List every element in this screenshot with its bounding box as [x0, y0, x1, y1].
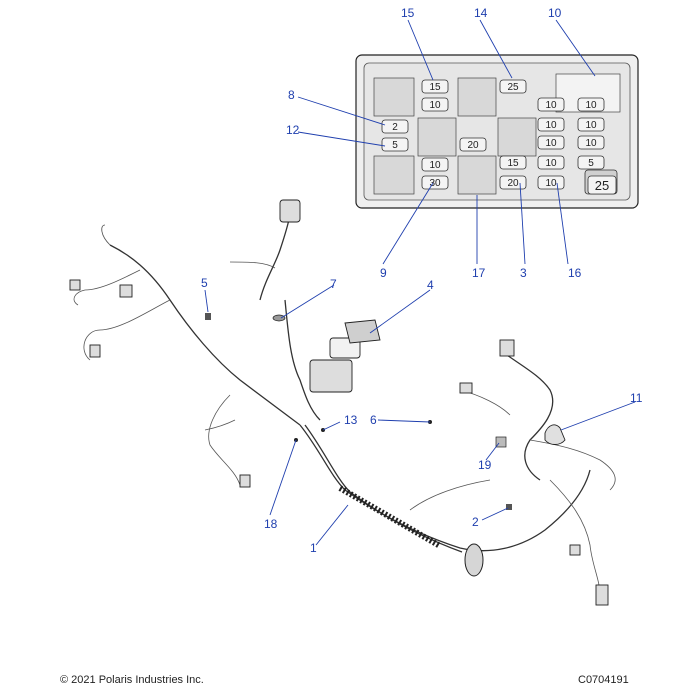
clip-part-5	[205, 313, 211, 320]
drawing-id: C0704191	[578, 674, 629, 686]
fuse-rating: 10	[585, 120, 597, 131]
fuse-rating: 10	[545, 178, 557, 189]
fuse-slot	[421, 97, 449, 112]
callout-label: 12	[286, 123, 300, 137]
fuse-slot	[577, 117, 605, 132]
connector	[459, 382, 473, 394]
fuse-rating: 15	[429, 82, 441, 93]
fuse-slot	[537, 155, 565, 170]
fuse-slot	[499, 79, 527, 94]
callout-label: 1	[310, 541, 317, 555]
part-19	[495, 436, 507, 448]
fuse-rating: 5	[392, 140, 398, 151]
harness-fuse-box	[309, 359, 353, 393]
fuse-rating: 10	[429, 160, 441, 171]
fuse-slot	[421, 79, 449, 94]
fuse-slot	[577, 97, 605, 112]
fuse-rating: 30	[429, 178, 441, 189]
relay-block	[497, 117, 537, 157]
part-7-tie	[272, 314, 286, 322]
relay-block	[417, 117, 457, 157]
callout-label: 8	[288, 88, 295, 102]
fuse-slot	[537, 117, 565, 132]
relay-block	[457, 77, 497, 117]
callout-label: 14	[474, 6, 488, 20]
callout-label: 10	[548, 6, 562, 20]
fuse-rating: 10	[429, 100, 441, 111]
callout-label: 5	[201, 276, 208, 290]
callout-label: 15	[401, 6, 415, 20]
fuse-rating: 25	[507, 82, 519, 93]
relay-block	[457, 155, 497, 195]
fuse-slot	[499, 175, 527, 190]
connector	[239, 474, 251, 488]
fuse-rating: 2	[392, 122, 398, 133]
fuse-rating: 10	[545, 100, 557, 111]
fuse-box: 15 25 10 2 20 5 15 10 30 20 10 10 10 10 10 5 10 25 10 10	[355, 54, 639, 209]
fuse-slot	[381, 119, 409, 134]
fuse-slot	[459, 137, 487, 152]
fuse-rating: 20	[507, 178, 519, 189]
callout-label: 16	[568, 266, 582, 280]
fuse-slot	[577, 135, 605, 150]
fuse-rating: 10	[545, 138, 557, 149]
callout-label: 7	[330, 277, 337, 291]
callout-label: 2	[472, 515, 479, 529]
leader-lines	[204, 19, 636, 546]
fuse-slot	[421, 175, 449, 190]
callout-label: 6	[370, 413, 377, 427]
fuse-slot	[577, 155, 605, 170]
fuse-cover	[344, 319, 381, 344]
grommet	[544, 424, 566, 445]
callout-label: 19	[478, 458, 492, 472]
fuse-rating: 5	[588, 158, 594, 169]
fuse-slot	[587, 175, 617, 195]
relay-block	[373, 77, 415, 117]
callout-label: 18	[264, 517, 278, 531]
fuse-slot	[381, 137, 409, 152]
callout-label: 17	[472, 266, 486, 280]
connector	[279, 199, 301, 223]
harness-grommet	[464, 543, 484, 577]
fuse-slot	[421, 157, 449, 172]
connector	[569, 544, 581, 556]
connector	[119, 284, 133, 298]
fuse-slots: 15 25 10 2 20 5 15 10 30 20 10 10 10 10 10 5 10 25 10 10	[381, 79, 617, 195]
connector	[69, 279, 81, 291]
fuse-rating: 10	[585, 100, 597, 111]
callout-label: 4	[427, 278, 434, 292]
relay-block	[373, 155, 415, 195]
wire-harness	[69, 199, 616, 606]
fuse-rating: 10	[545, 158, 557, 169]
clip-part-2	[506, 504, 512, 510]
callout-labels: 15 14 10 8 12 9 17 3 16 4 5 7 6 11 13 19 2 18 1	[201, 6, 643, 555]
connector	[499, 339, 515, 357]
connector	[89, 344, 101, 358]
callout-label: 13	[344, 413, 358, 427]
fuse-rating: 15	[507, 158, 519, 169]
fuse-slot	[537, 135, 565, 150]
copyright-text: © 2021 Polaris Industries Inc.	[60, 674, 204, 686]
fuse-slot	[499, 155, 527, 170]
fuse-slot	[537, 97, 565, 112]
connector	[595, 584, 609, 606]
callout-label: 9	[380, 266, 387, 280]
callout-label: 11	[630, 391, 643, 405]
fuse-rating: 10	[585, 138, 597, 149]
fuse-rating: 20	[467, 140, 479, 151]
fuse-rating: 10	[545, 120, 557, 131]
callout-label: 3	[520, 266, 527, 280]
fuse-rating: 25	[595, 178, 609, 193]
